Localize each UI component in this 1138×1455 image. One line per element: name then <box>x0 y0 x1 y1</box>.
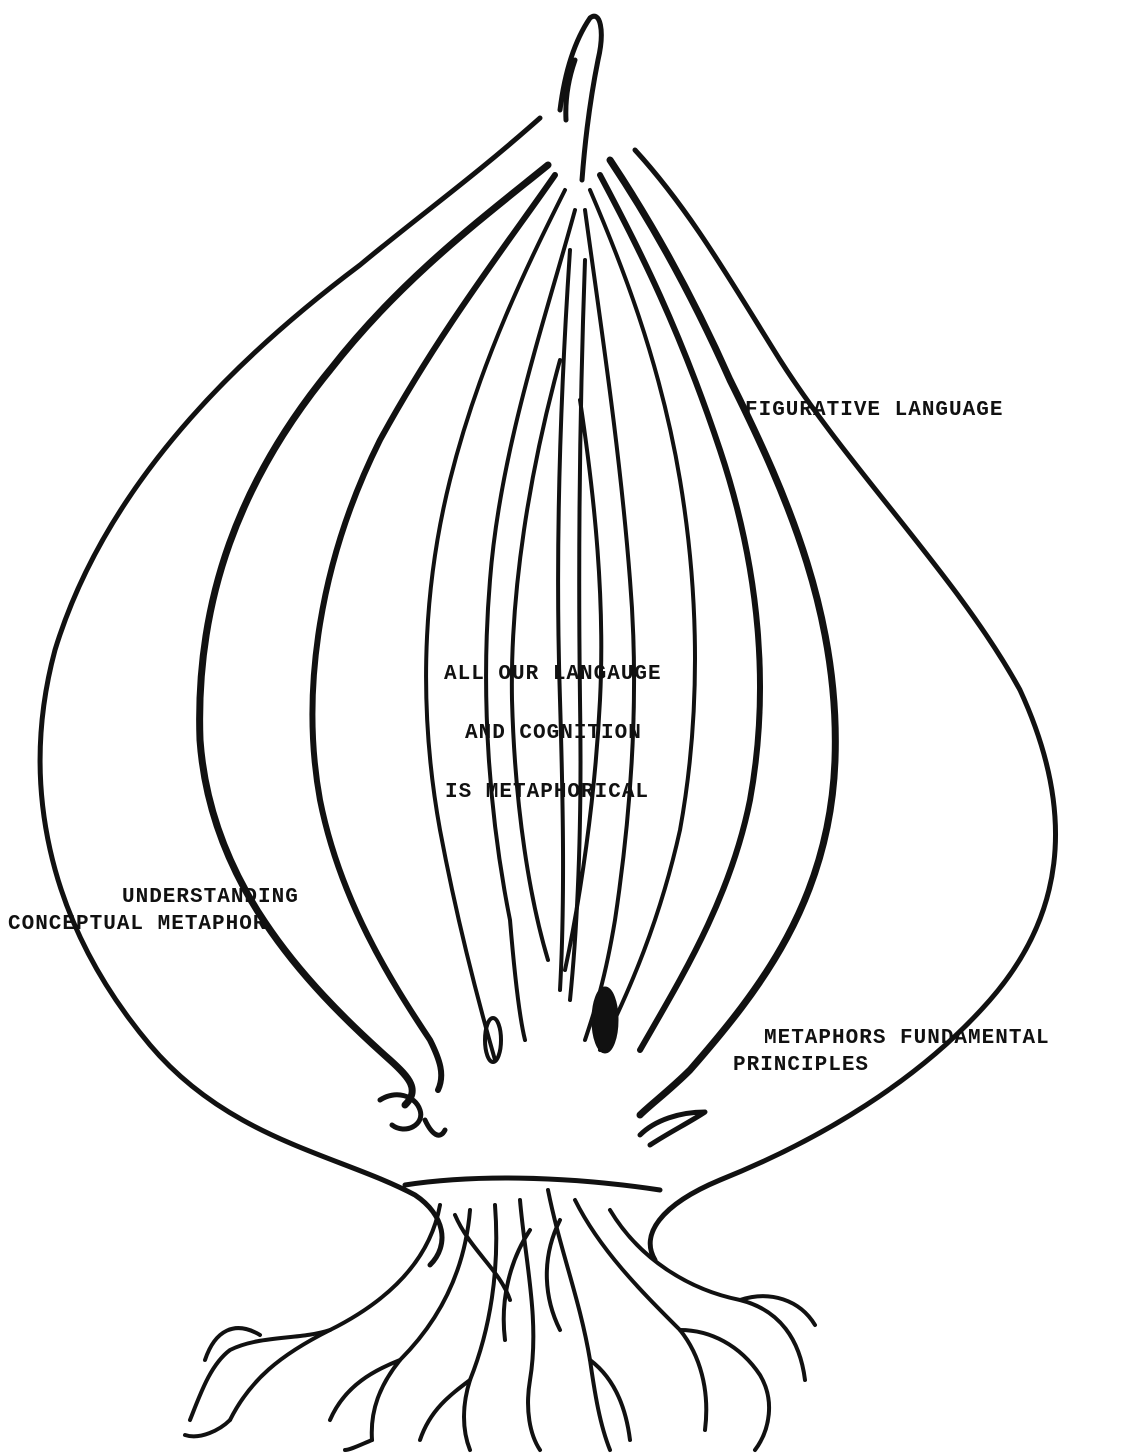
label-understanding-line-2: CONCEPTUAL METAPHOR <box>8 914 266 935</box>
layer-fork-right <box>640 1112 705 1145</box>
inner-layer-right <box>585 210 634 1040</box>
label-understanding-line-1: UNDERSTANDING <box>122 887 299 908</box>
label-core-line-1: ALL OUR LANGAUGE <box>444 664 734 685</box>
layer-tip-right <box>593 988 617 1052</box>
roots <box>185 1190 815 1450</box>
inner-layer-left-2 <box>512 360 560 960</box>
outer-skin-layer <box>40 118 1055 1265</box>
label-metaphors-line-2: PRINCIPLES <box>733 1055 869 1076</box>
label-figurative-language: FIGURATIVE LANGUAGE <box>745 400 1003 421</box>
label-metaphors-line-1: METAPHORS FUNDAMENTAL <box>764 1028 1050 1049</box>
layer-fork-left <box>380 1095 445 1135</box>
second-layer <box>200 160 836 1115</box>
sprout-tip <box>560 16 601 180</box>
label-core-line-3: IS METAPHORICAL <box>445 782 649 803</box>
base-plate <box>405 1178 660 1190</box>
label-core-line-2: AND COGNITION <box>465 723 642 744</box>
